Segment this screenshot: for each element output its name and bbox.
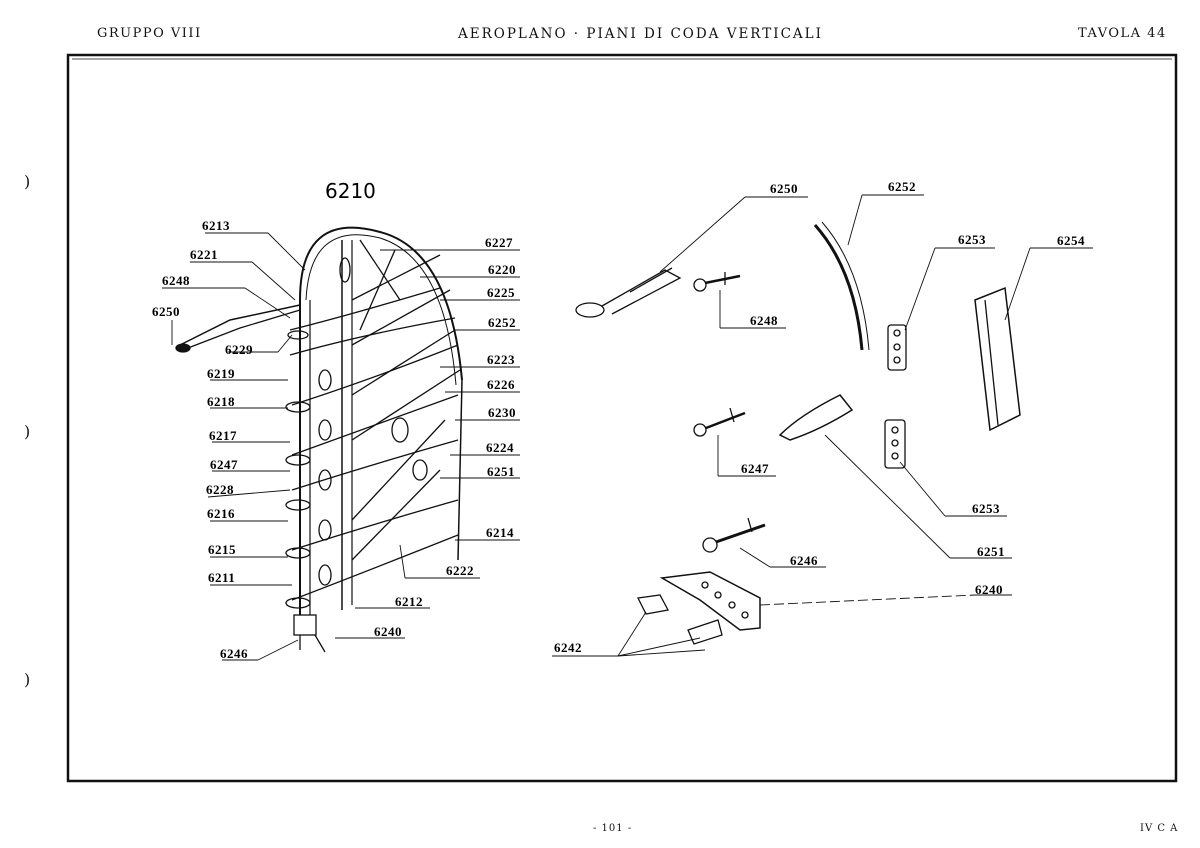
part-label: 6218 [207,394,235,409]
assembly-number: 6210 [325,179,376,203]
part-label: 6252 [488,315,516,330]
part-label: 6227 [485,235,513,250]
part-label: 6226 [487,377,515,392]
part-label: 6215 [208,542,236,557]
part-label: 6228 [206,482,234,497]
part-label: 6211 [208,570,235,585]
part-label: 6229 [225,342,253,357]
header-plate-number: TAVOLA 44 [1078,26,1167,41]
part-label: 6246 [220,646,248,661]
part-label: 6214 [486,525,514,540]
right-leader-lines [552,194,1093,657]
part-label: 6222 [446,563,474,578]
part-label: 6247 [741,461,769,476]
part-label: 6216 [207,506,235,521]
header-group: GRUPPO VIII [97,26,202,41]
part-label: 6212 [395,594,423,609]
exploded-parts-drawing [575,221,1021,645]
header-title: AEROPLANO · PIANI DI CODA VERTICALI [458,26,823,42]
part-label: 6240 [975,582,1003,597]
part-label: 6240 [374,624,402,639]
footer-code: IV C A [1140,823,1179,834]
margin-mark: ) [24,172,31,191]
part-label: 6247 [210,457,238,472]
part-label: 6254 [1057,233,1085,248]
part-label: 6217 [209,428,237,443]
part-label: 6221 [190,247,218,262]
part-label: 6242 [554,640,582,655]
part-label: 6253 [972,501,1000,516]
part-label: 6251 [487,464,515,479]
diagram-frame [66,53,1178,783]
part-label: 6225 [487,285,515,300]
margin-mark: ) [24,422,31,441]
part-label: 6224 [486,440,514,455]
part-label: 6250 [152,304,180,319]
part-label: 6253 [958,232,986,247]
part-label: 6248 [162,273,190,288]
part-label: 6213 [202,218,230,233]
left-leader-lines [162,232,520,661]
part-label: 6252 [888,179,916,194]
part-label: 6250 [770,181,798,196]
part-label: 6220 [488,262,516,277]
fin-assembly-drawing [175,226,463,653]
margin-mark: ) [24,670,31,689]
part-label: 6251 [977,544,1005,559]
page-number: - 101 - [593,823,633,834]
part-label: 6219 [207,366,235,381]
part-label: 6248 [750,313,778,328]
part-label: 6230 [488,405,516,420]
part-label: 6246 [790,553,818,568]
part-label: 6223 [487,352,515,367]
